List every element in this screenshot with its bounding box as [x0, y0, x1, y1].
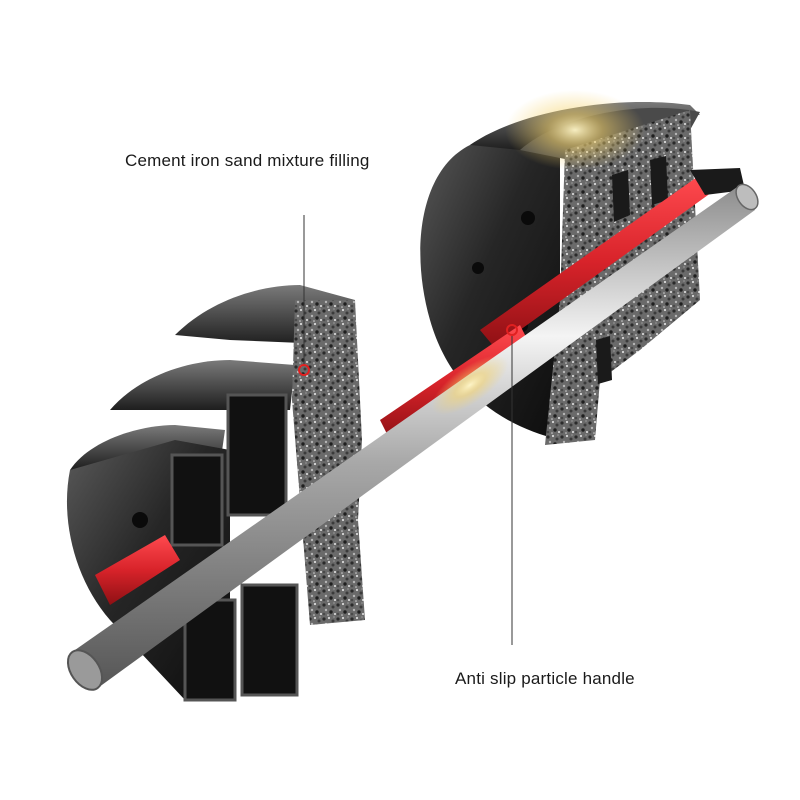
near-gravel-section [292, 300, 365, 625]
far-gravel-slot [612, 170, 630, 222]
red-ring-marker-icon [506, 324, 518, 336]
bar-end-cap [735, 183, 759, 211]
filling-callout-label: Cement iron sand mixture filling [125, 151, 370, 170]
light-flare [505, 90, 645, 170]
grip-sleeve-far [480, 168, 745, 348]
far-plate-hole [521, 211, 535, 225]
bar-end-cap [66, 649, 104, 691]
light-flare [431, 355, 509, 415]
plate-slot [226, 393, 288, 517]
far-gravel-slot [596, 336, 612, 384]
red-ring-marker-icon [298, 364, 310, 376]
chrome-bar [66, 183, 759, 691]
plate-slot [240, 583, 299, 697]
far-gravel-slot [650, 156, 668, 205]
near-plate-hole [132, 512, 148, 528]
far-plate-hole [472, 262, 484, 274]
handle-callout-label: Anti slip particle handle [455, 669, 635, 688]
plate-slot [170, 453, 224, 547]
